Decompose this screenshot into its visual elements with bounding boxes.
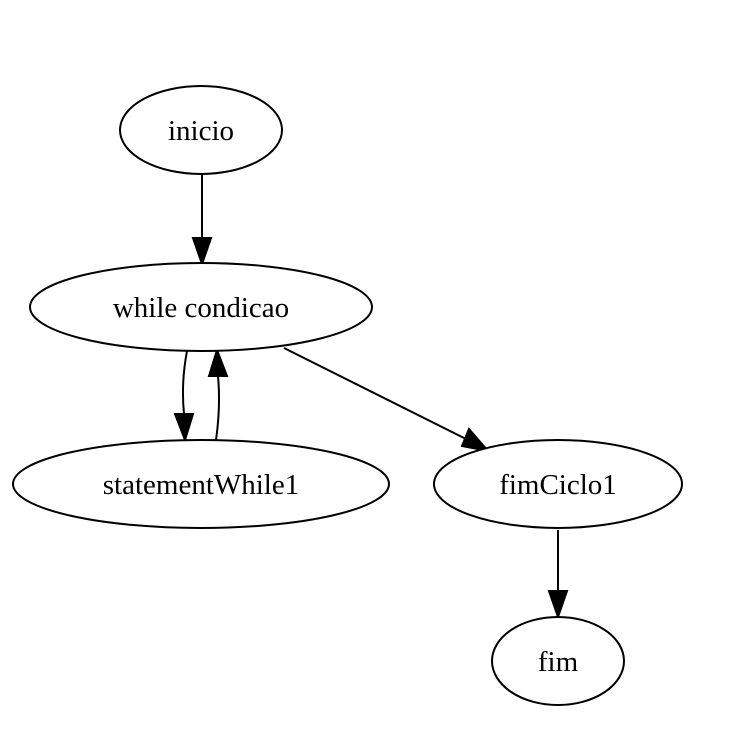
edge-while-condicao-to-fimciclo1	[283, 347, 491, 453]
node-inicio: inicio	[119, 85, 283, 175]
edge-fimciclo1-to-fim	[547, 530, 569, 621]
node-fim: fim	[491, 616, 625, 706]
edge-statementwhile1-to-while-condicao	[207, 346, 229, 441]
node-statementwhile1-label: statementWhile1	[103, 469, 300, 501]
node-fim-label: fim	[538, 646, 579, 678]
node-inicio-label: inicio	[168, 115, 234, 147]
edge-inicio-to-while-condicao	[191, 175, 213, 268]
node-statementwhile1: statementWhile1	[12, 439, 390, 529]
node-while-condicao: while condicao	[29, 262, 373, 352]
node-fimciclo1-label: fimCiclo1	[499, 469, 617, 501]
node-fimciclo1: fimCiclo1	[433, 439, 683, 529]
edge-while-condicao-to-statementwhile1	[173, 350, 195, 444]
node-while-condicao-label: while condicao	[113, 292, 289, 324]
